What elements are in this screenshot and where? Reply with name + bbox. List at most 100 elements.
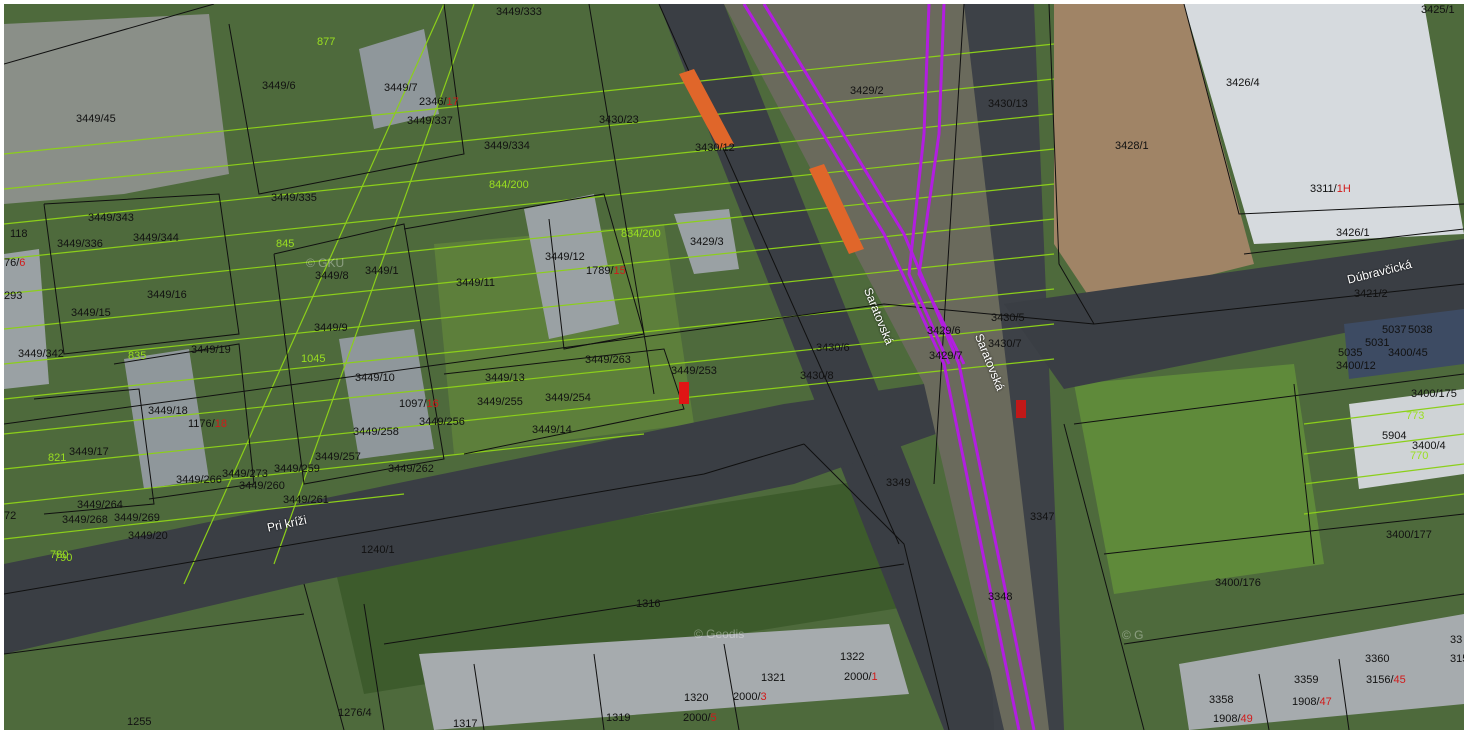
parcel-label[interactable]: 3426/1 (1336, 227, 1370, 239)
parcel-label[interactable]: 5904 (1382, 430, 1406, 442)
parcel-label[interactable]: 3449/344 (133, 232, 179, 244)
parcel-label[interactable]: 293 (4, 290, 22, 302)
parcel-label[interactable]: 3430/8 (800, 370, 834, 382)
parcel-label[interactable]: 780 (50, 549, 68, 561)
parcel-label[interactable]: 3449/255 (477, 396, 523, 408)
parcel-label[interactable]: 3449/18 (148, 405, 188, 417)
parcel-label[interactable]: 3426/4 (1226, 77, 1260, 89)
parcel-label[interactable]: 3429/6 (927, 325, 961, 337)
parcel-label[interactable]: 770 (1410, 450, 1428, 462)
parcel-label[interactable]: 5035 (1338, 347, 1362, 359)
parcel-label[interactable]: 3449/45 (76, 113, 116, 125)
parcel-label[interactable]: 3349 (886, 477, 910, 489)
parcel-label[interactable]: 3400/175 (1411, 388, 1457, 400)
parcel-label[interactable]: 3430/13 (988, 98, 1028, 110)
parcel-label[interactable]: 3449/257 (315, 451, 361, 463)
parcel-label[interactable]: 3449/336 (57, 238, 103, 250)
parcel-label[interactable]: 3449/268 (62, 514, 108, 526)
parcel-label[interactable]: 3449/6 (262, 80, 296, 92)
parcel-label[interactable]: 3449/13 (485, 372, 525, 384)
parcel-label[interactable]: 3449/11 (456, 277, 495, 289)
parcel-label[interactable]: 3449/19 (191, 344, 231, 356)
parcel-label[interactable]: 3449/17 (69, 446, 109, 458)
parcel-label[interactable]: 2346/17 (419, 96, 459, 108)
parcel-label[interactable]: 3449/253 (671, 365, 717, 377)
parcel-label[interactable]: 3358 (1209, 694, 1233, 706)
parcel-label[interactable]: 2000/5 (683, 712, 717, 724)
parcel-label[interactable]: 3449/333 (496, 6, 542, 18)
parcel-label[interactable]: 773 (1406, 410, 1424, 422)
parcel-label[interactable]: 1316 (636, 598, 660, 610)
parcel-label[interactable]: 3400/12 (1336, 360, 1376, 372)
parcel-label[interactable]: 1176/18 (188, 418, 227, 430)
parcel-label[interactable]: 3359 (1294, 674, 1318, 686)
parcel-label[interactable]: 3430/5 (991, 312, 1025, 324)
parcel-label[interactable]: 72 (4, 510, 16, 522)
parcel-label[interactable]: 3429/7 (929, 350, 963, 362)
parcel-label[interactable]: 844/200 (489, 179, 529, 191)
parcel-label[interactable]: 3449/264 (77, 499, 123, 511)
parcel-label[interactable]: 1255 (127, 716, 151, 728)
parcel-label[interactable]: 3421/2 (1354, 288, 1388, 300)
parcel-label[interactable]: 5031 (1365, 337, 1389, 349)
parcel-label[interactable]: 834/200 (621, 228, 661, 240)
parcel-label[interactable]: 1319 (606, 712, 630, 724)
parcel-label[interactable]: 845 (276, 238, 294, 250)
parcel-label[interactable]: 3449/258 (353, 426, 399, 438)
parcel-label[interactable]: 3449/256 (419, 416, 465, 428)
parcel-label[interactable]: 3449/1 (365, 265, 399, 277)
parcel-label[interactable]: 5038 (1408, 324, 1432, 336)
parcel-label[interactable]: 3400/176 (1215, 577, 1261, 589)
parcel-label[interactable]: 3449/342 (18, 348, 64, 360)
parcel-label[interactable]: 3449/10 (355, 372, 395, 384)
parcel-label[interactable]: 1789/15 (586, 265, 626, 277)
parcel-label[interactable]: 3347 (1030, 511, 1054, 523)
parcel-label[interactable]: 3400/4 (1412, 440, 1446, 452)
parcel-label[interactable]: 835 (128, 350, 146, 362)
parcel-label[interactable]: 3348 (988, 591, 1012, 603)
parcel-label[interactable]: 33 (1450, 634, 1462, 646)
parcel-label[interactable]: 3449/261 (283, 494, 329, 506)
parcel-label[interactable]: 3449/337 (407, 115, 453, 127)
parcel-label[interactable]: 3449/9 (314, 322, 348, 334)
parcel-label[interactable]: 5037 (1382, 324, 1406, 336)
parcel-label[interactable]: 3400/177 (1386, 529, 1432, 541)
parcel-label[interactable]: 1317 (453, 718, 477, 730)
parcel-label[interactable]: 3428/1 (1115, 140, 1149, 152)
parcel-label[interactable]: 3449/12 (545, 251, 585, 263)
parcel-label[interactable]: 118 (10, 228, 28, 240)
parcel-label[interactable]: 2000/3 (733, 691, 767, 703)
parcel-label[interactable]: 1276/4 (338, 707, 372, 719)
parcel-label[interactable]: 1045 (301, 353, 325, 365)
parcel-label[interactable]: 3430/23 (599, 114, 639, 126)
parcel-label[interactable]: 2000/1 (844, 671, 878, 683)
parcel-label[interactable]: 3449/343 (88, 212, 134, 224)
parcel-label[interactable]: 1097/16 (399, 398, 439, 410)
parcel-label[interactable]: 3425/1 (1421, 4, 1455, 16)
parcel-label[interactable]: 3449/269 (114, 512, 160, 524)
parcel-label[interactable]: 3429/2 (850, 85, 884, 97)
parcel-label[interactable]: 3430/7 (988, 338, 1022, 350)
parcel-label[interactable]: 3449/260 (239, 480, 285, 492)
parcel-label[interactable]: 1321 (761, 672, 785, 684)
parcel-label[interactable]: 877 (317, 36, 335, 48)
parcel-label[interactable]: 1320 (684, 692, 708, 704)
parcel-label[interactable]: 3449/15 (71, 307, 111, 319)
parcel-label[interactable]: 3429/3 (690, 236, 724, 248)
parcel-label[interactable]: 1908/49 (1213, 713, 1253, 725)
parcel-label[interactable]: 3449/334 (484, 140, 530, 152)
parcel-label[interactable]: 3449/254 (545, 392, 591, 404)
parcel-label[interactable]: 3311/1H (1310, 183, 1351, 195)
parcel-label[interactable]: 315 (1450, 653, 1464, 665)
parcel-label[interactable]: 1240/1 (361, 544, 395, 556)
parcel-label[interactable]: 3430/6 (816, 342, 850, 354)
parcel-label[interactable]: 1908/47 (1292, 696, 1332, 708)
parcel-label[interactable]: 3449/335 (271, 192, 317, 204)
parcel-label[interactable]: 1322 (840, 651, 864, 663)
parcel-label[interactable]: 790 (54, 552, 72, 564)
parcel-label[interactable]: 3430/12 (695, 142, 735, 154)
parcel-label[interactable]: 3449/273 (222, 468, 268, 480)
parcel-label[interactable]: 76/6 (4, 257, 25, 269)
parcel-label[interactable]: 3449/259 (274, 463, 320, 475)
